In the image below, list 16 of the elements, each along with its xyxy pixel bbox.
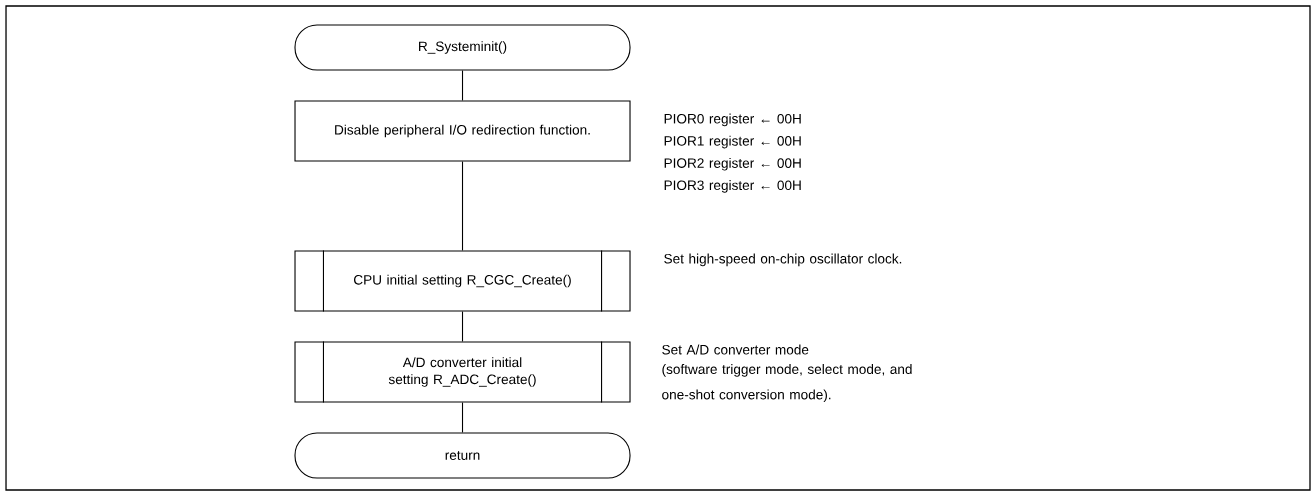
process-box: Disable peripheral I/O redirection function. — [294, 100, 631, 162]
subroutine-box: A/D converter initial setting R_ADC_Create() — [294, 340, 631, 404]
connector-line — [461, 161, 464, 251]
annotation-text: PIOR2 register ← 00H — [664, 157, 801, 171]
connector-line — [461, 70, 464, 101]
annotation-text: Set A/D converter mode — [662, 344, 809, 355]
connector-line — [461, 402, 464, 433]
terminal-box: return — [294, 432, 631, 479]
annotation-text: PIOR0 register ← 00H — [664, 113, 801, 127]
annotation-text: (software trigger mode, select mode, and one-shot conversion mode). — [662, 364, 912, 403]
annotation-text: Set high-speed on-chip oscillator clock. — [664, 253, 902, 267]
connector-line — [461, 311, 464, 342]
annotation-text: PIOR3 register ← 00H — [664, 180, 801, 193]
terminal-box: R_Systeminit() — [294, 24, 631, 71]
annotation-text: PIOR1 register ← 00H — [664, 135, 801, 149]
subroutine-box: CPU initial setting R_CGC_Create() — [294, 249, 631, 313]
